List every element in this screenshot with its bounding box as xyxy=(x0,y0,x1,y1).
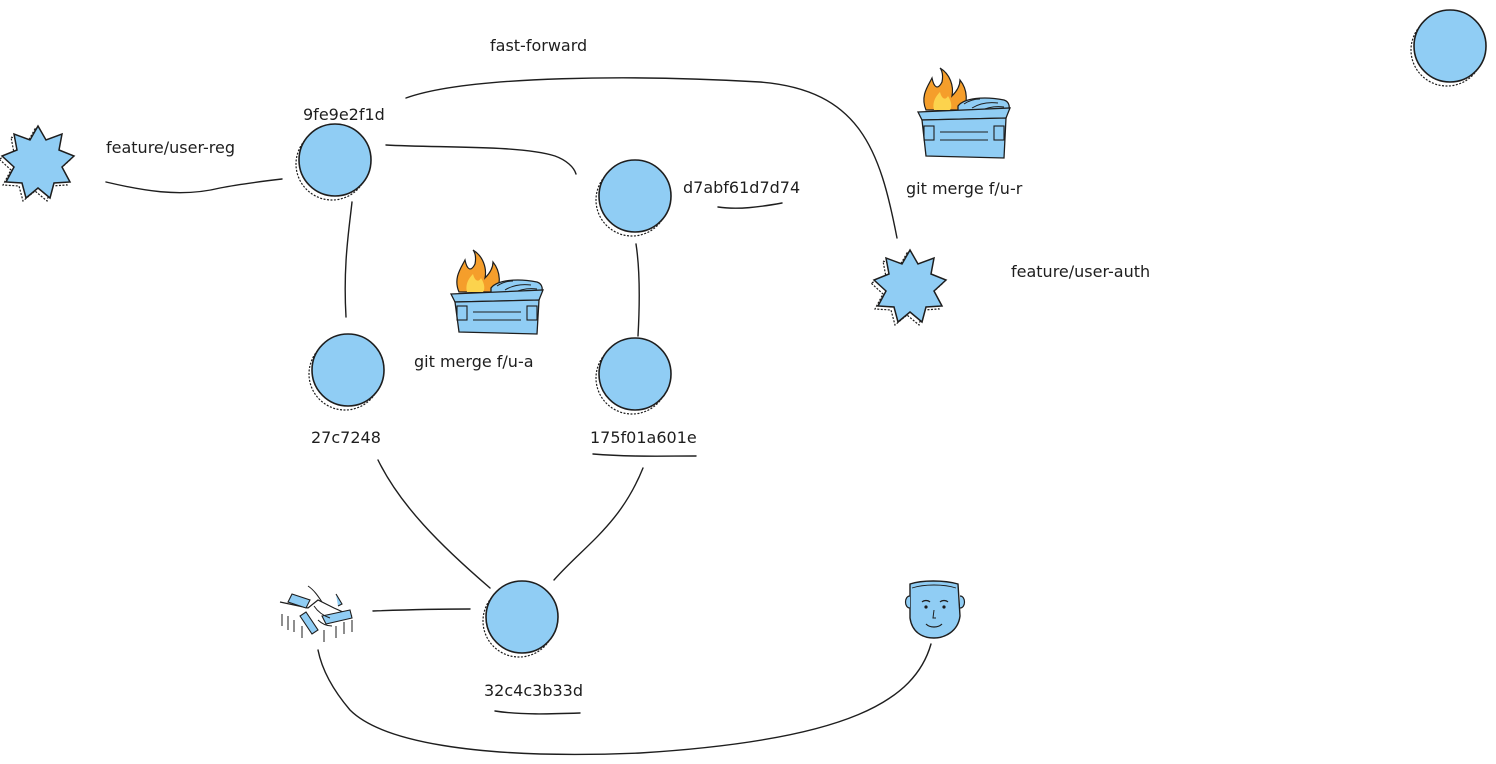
dumpster-fire-icon xyxy=(449,249,544,335)
commit-underline-d7ab xyxy=(717,202,783,209)
starburst-icon xyxy=(869,248,948,327)
label-feature-user-reg: feature/user-reg xyxy=(106,138,235,157)
edge-d7ab-to-175f xyxy=(635,243,641,337)
face-icon xyxy=(904,580,966,639)
label-commit-9fe9: 9fe9e2f1d xyxy=(303,105,385,124)
edge-27c7-to-32c4 xyxy=(377,459,491,589)
commit-node-32c4[interactable] xyxy=(482,580,559,658)
commit-node-corner[interactable] xyxy=(1410,9,1487,87)
label-feature-user-auth: feature/user-auth xyxy=(1011,262,1150,281)
commit-underline-175f xyxy=(592,453,697,457)
starburst-icon xyxy=(0,124,76,203)
commit-node-27c7[interactable] xyxy=(308,333,385,411)
commit-node-175f[interactable] xyxy=(595,337,672,415)
edge-face-to-handshake xyxy=(317,643,932,756)
label-commit-32c4: 32c4c3b33d xyxy=(484,681,583,700)
edge-fast-forward xyxy=(405,77,898,239)
label-commit-175f: 175f01a601e xyxy=(590,428,697,447)
edge-9fe9-to-d7ab xyxy=(385,144,577,175)
edge-feature-reg-to-9fe9 xyxy=(105,178,283,194)
label-commit-d7ab: d7abf61d7d74 xyxy=(683,178,800,197)
edge-9fe9-to-27c7 xyxy=(344,201,353,318)
commit-node-9fe9[interactable] xyxy=(295,123,372,201)
label-commit-27c7: 27c7248 xyxy=(311,428,381,447)
edge-175f-to-32c4 xyxy=(553,467,644,581)
handshake-icon xyxy=(279,585,353,642)
label-git-merge-fur: git merge f/u-r xyxy=(906,179,1023,198)
edges xyxy=(105,77,932,756)
edge-handshake-to-32c4 xyxy=(372,608,471,612)
label-fast-forward: fast-forward xyxy=(490,36,587,55)
commit-underline-32c4 xyxy=(494,710,581,715)
label-git-merge-fua: git merge f/u-a xyxy=(414,352,534,371)
dumpster-fire-icon xyxy=(916,67,1011,159)
commit-node-d7ab[interactable] xyxy=(595,159,672,237)
